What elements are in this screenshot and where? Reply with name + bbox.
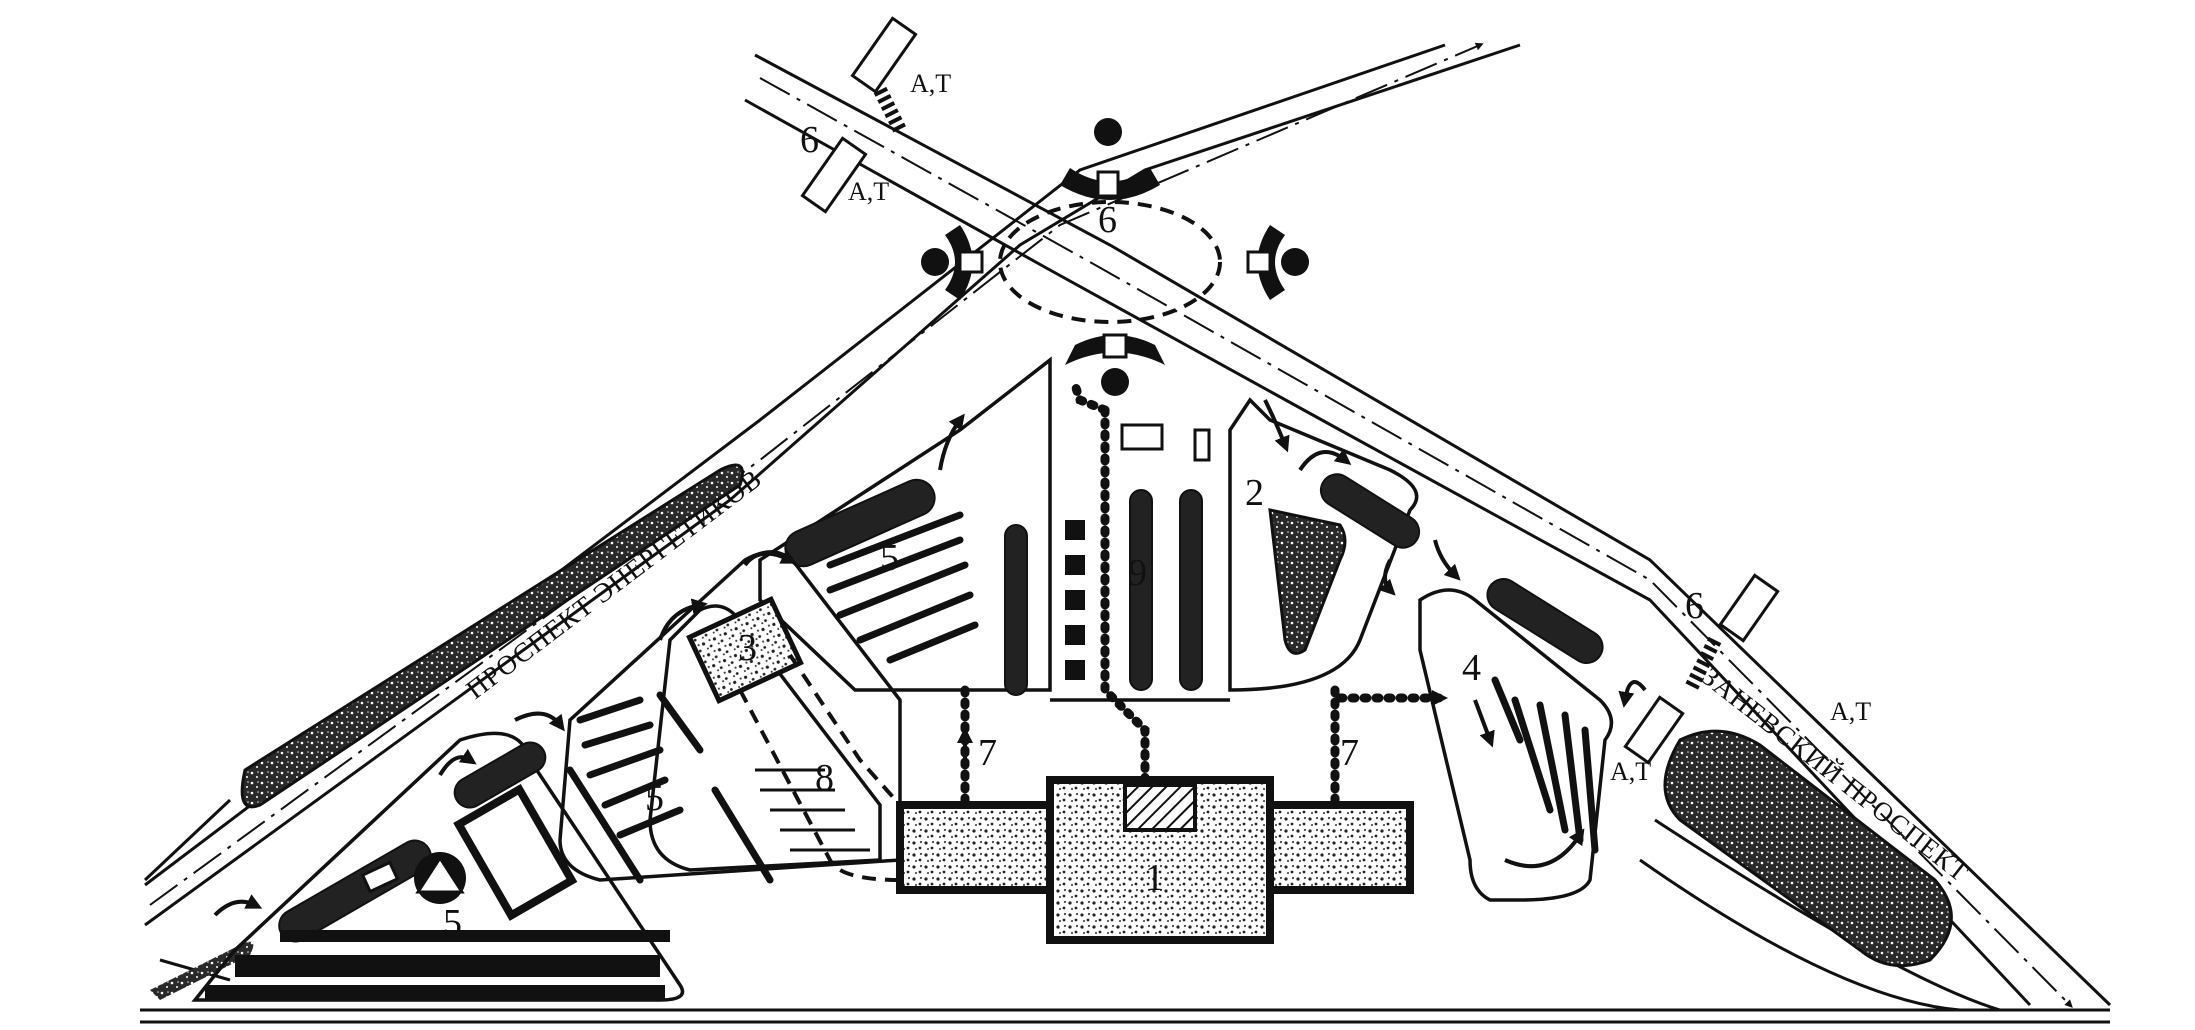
small-facility-rect <box>360 784 578 921</box>
label-9: 9 <box>1128 552 1147 594</box>
pedestrian-marker-left <box>921 225 984 300</box>
label-1: 1 <box>1145 857 1164 899</box>
striped-staircase-block <box>755 768 870 852</box>
vertical-block-row <box>1065 423 1211 680</box>
pedestrian-marker-bottom <box>1065 333 1165 396</box>
label-7: 7 <box>978 732 997 774</box>
building-3 <box>686 595 804 705</box>
parking-stalls <box>566 511 1599 884</box>
stop-label: А,Т <box>910 69 951 98</box>
stop-label: А,Т <box>1610 757 1651 786</box>
label-5: 5 <box>443 902 462 944</box>
green-island-right <box>1663 729 1953 968</box>
recycling-triangle-icon <box>414 852 466 904</box>
stop-label: А,Т <box>1830 697 1871 726</box>
pedestrian-marker-right <box>1246 225 1309 300</box>
traffic-flow-arrows <box>213 399 1647 917</box>
label-7: 7 <box>1340 732 1359 774</box>
main-building <box>896 776 1414 944</box>
label-6: 6 <box>800 119 819 161</box>
label-5: 5 <box>645 777 664 819</box>
service-path-dashed <box>738 653 902 882</box>
transit-stop-right: 6 А,Т А,Т <box>1610 573 1871 786</box>
green-strip-left <box>143 463 744 1000</box>
label-2: 2 <box>1245 472 1264 514</box>
label-5: 5 <box>880 537 899 579</box>
label-4: 4 <box>1462 647 1481 689</box>
pedestrian-markers <box>921 118 1309 396</box>
label-8: 8 <box>815 757 834 799</box>
label-6: 6 <box>1098 199 1117 241</box>
stop-label: А,Т <box>848 177 889 206</box>
transit-stop-top-left: А,Т А,Т 6 <box>800 16 951 214</box>
ground-baseline <box>140 1008 2110 1024</box>
label-3: 3 <box>738 627 757 669</box>
planting-beds <box>205 473 1604 999</box>
pedestrian-marker-top <box>1060 118 1160 200</box>
label-6: 6 <box>1685 585 1704 627</box>
intersection-roundabout <box>998 200 1222 324</box>
